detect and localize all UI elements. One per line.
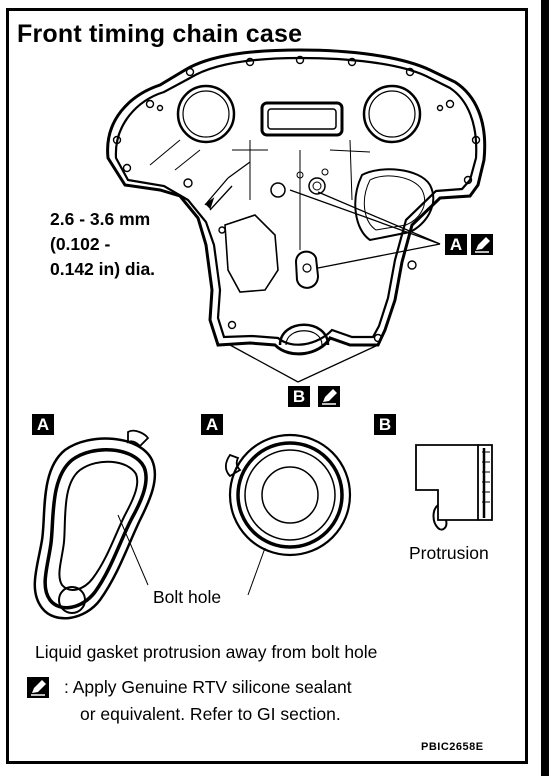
dimension-leaders	[204, 161, 251, 211]
detail-a-oval-gasket	[33, 429, 157, 620]
figure-title: Front timing chain case	[17, 20, 303, 48]
sealant-pen-icon	[318, 386, 340, 407]
bead-diameter-mm: 2.6 - 3.6 mm	[50, 209, 151, 229]
detail-a-center-tag: A	[201, 414, 223, 435]
callout-b-leaders	[229, 344, 379, 383]
detail-b-protrusion	[415, 444, 493, 531]
sealant-pen-icon	[471, 234, 493, 255]
detail-a-left-tag: A	[32, 414, 54, 435]
figure-code: PBIC2658E	[421, 741, 484, 753]
bead-diameter-label: 2.6 - 3.6 mm (0.102 - 0.142 in) dia.	[50, 207, 155, 282]
detail-b-tag: B	[374, 414, 396, 435]
callout-a-main: A	[445, 234, 467, 255]
timing-case-body	[106, 48, 487, 356]
bead-diameter-in-1: (0.102 -	[50, 234, 111, 254]
bolt-hole-label: Bolt hole	[153, 587, 222, 607]
apply-sealant-note-line2: or equivalent. Refer to GI section.	[80, 704, 341, 724]
bead-diameter-in-2: 0.142 in) dia.	[50, 259, 156, 279]
callout-b-main: B	[288, 386, 310, 407]
liquid-gasket-note: Liquid gasket protrusion away from bolt …	[35, 642, 378, 662]
callout-a-leaders	[289, 189, 441, 269]
protrusion-label: Protrusion	[409, 543, 489, 563]
detail-a-round-gasket	[224, 433, 352, 596]
page-edge-bar	[541, 0, 549, 776]
sealant-pen-icon	[27, 677, 49, 698]
apply-sealant-note-line1: : Apply Genuine RTV silicone sealant	[64, 677, 352, 697]
